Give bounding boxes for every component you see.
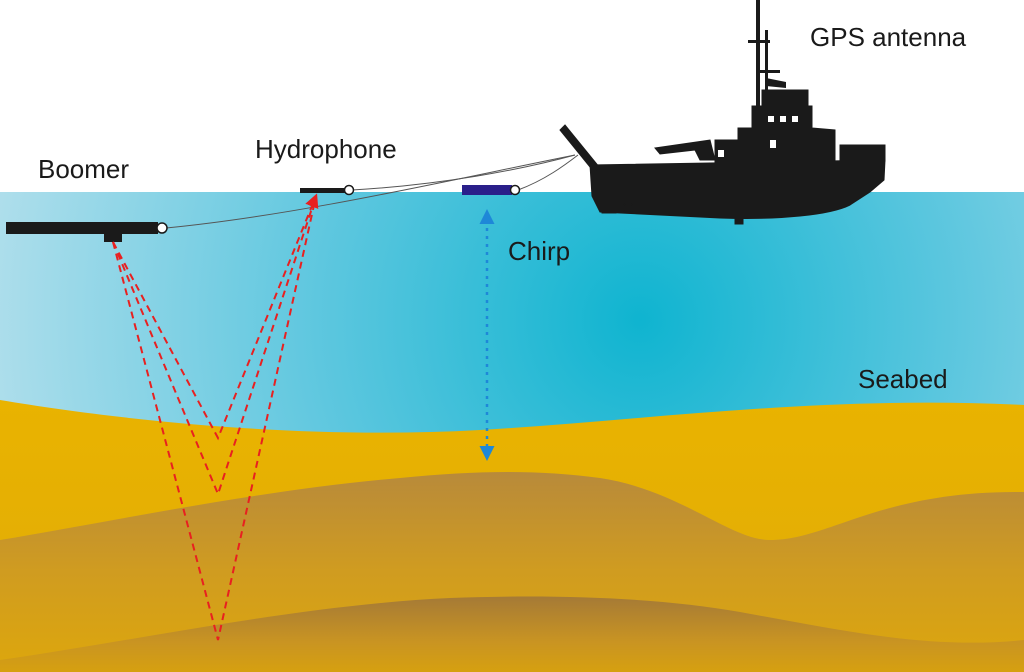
gps-antenna-label: GPS antenna — [810, 22, 967, 52]
survey-vessel — [559, 0, 886, 225]
hydrophone-streamer — [300, 184, 355, 196]
sediment-layer-lower — [0, 596, 1024, 672]
tow-cable-hydrophone — [351, 154, 576, 191]
tow-cable-chirp — [517, 154, 579, 191]
seabed-label: Seabed — [858, 364, 948, 394]
chirp-label: Chirp — [508, 236, 571, 266]
tow-cable-boomer — [165, 154, 576, 229]
chirp-towfish — [462, 184, 521, 196]
vessel-windows — [718, 116, 798, 157]
boomer-ray-paths — [112, 193, 319, 641]
hydrophone-label: Hydrophone — [255, 134, 397, 164]
boomer-sled — [6, 222, 168, 242]
boomer-label: Boomer — [38, 154, 130, 184]
